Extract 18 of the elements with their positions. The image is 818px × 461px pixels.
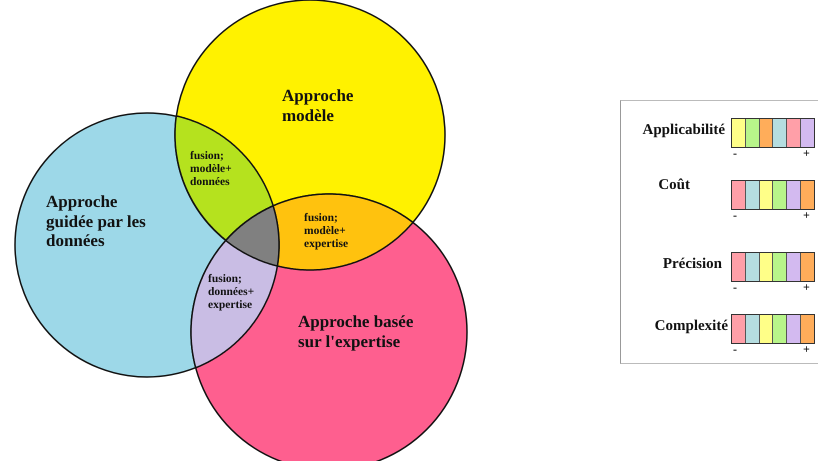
scale-end-label: + xyxy=(803,342,810,357)
overlap-label: fusion; modèle+ expertise xyxy=(304,212,350,252)
scale-end-label: + xyxy=(803,146,810,161)
scale-end-label: - xyxy=(733,208,737,223)
scale-end-label: + xyxy=(803,280,810,295)
approach-label: Approche guidée par les données xyxy=(46,192,147,251)
scale-end-label: - xyxy=(733,146,737,161)
approach-label: Approche basée sur l'expertise xyxy=(298,312,414,352)
scale-end-label: + xyxy=(803,208,810,223)
approach-label: Approche modèle xyxy=(282,86,354,126)
overlap-label: fusion; modèle+ données xyxy=(190,150,233,190)
criterion-label: Applicabilité xyxy=(642,122,725,139)
overlap-label: fusion; données+ expertise xyxy=(208,272,256,313)
scale-end-label: - xyxy=(733,280,737,295)
criterion-label: Précision xyxy=(662,256,722,273)
scale-end-label: - xyxy=(733,342,737,357)
criterion-label: Coût xyxy=(658,177,690,194)
criterion-label: Complexité xyxy=(654,318,728,335)
